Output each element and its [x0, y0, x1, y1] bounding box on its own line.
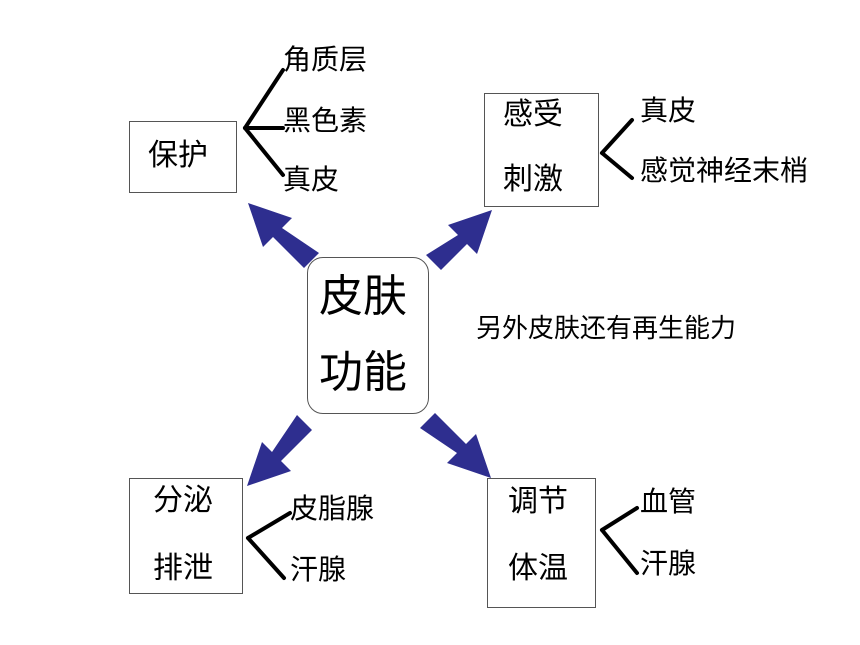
arrow-down-right-icon	[420, 413, 491, 478]
regulate-box: 调节 体温	[487, 478, 596, 608]
sense-label-2: 刺激	[503, 162, 563, 197]
excrete-box: 分泌 排泄	[129, 478, 243, 594]
arrow-up-left-icon	[248, 203, 319, 268]
excrete-item: 皮脂腺	[290, 492, 375, 525]
sense-box: 感受 刺激	[484, 93, 599, 207]
arrow-down-left-icon	[247, 415, 312, 486]
regeneration-note: 另外皮肤还有再生能力	[476, 314, 737, 344]
regulate-item: 汗腺	[640, 547, 697, 580]
protect-item: 真皮	[283, 163, 340, 196]
regulate-brace	[600, 506, 639, 575]
sense-item: 感觉神经末梢	[640, 154, 809, 187]
protect-brace	[243, 68, 285, 177]
regulate-item: 血管	[640, 485, 697, 518]
excrete-brace	[246, 511, 292, 580]
protect-label: 保护	[148, 138, 208, 173]
regulate-label-1: 调节	[508, 484, 568, 519]
protect-box: 保护	[129, 121, 237, 193]
center-box: 皮肤 功能	[307, 257, 429, 414]
center-label-2: 功能	[319, 347, 407, 398]
sense-item: 真皮	[640, 94, 697, 127]
excrete-label-2: 排泄	[153, 551, 213, 586]
sense-brace	[600, 118, 634, 180]
protect-item: 黑色素	[283, 104, 368, 137]
center-label-1: 皮肤	[319, 271, 407, 322]
protect-item: 角质层	[283, 43, 368, 76]
arrow-up-right-icon	[426, 210, 492, 270]
excrete-item: 汗腺	[290, 553, 347, 586]
sense-label-1: 感受	[503, 97, 563, 132]
excrete-label-1: 分泌	[153, 483, 213, 518]
regulate-label-2: 体温	[508, 551, 568, 586]
